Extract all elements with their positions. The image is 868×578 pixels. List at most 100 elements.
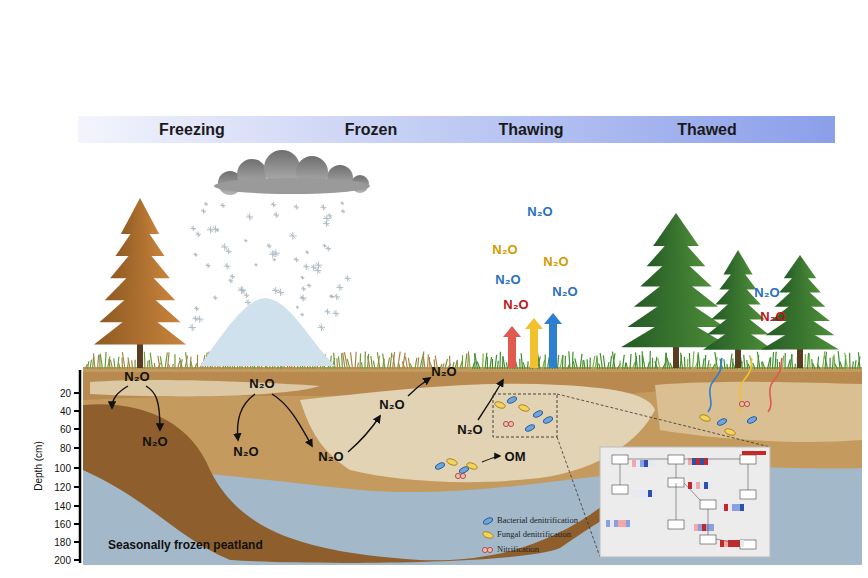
snow-pile <box>200 298 335 366</box>
grass-blade <box>160 356 162 369</box>
grass-blade <box>684 357 686 369</box>
flux-arrow <box>146 386 160 430</box>
grass-blade <box>835 364 838 369</box>
grass-blade <box>477 361 480 369</box>
n2o-label: N₂O <box>527 205 552 219</box>
axis-tick <box>74 541 80 543</box>
snowflake <box>254 263 257 266</box>
grass-blade <box>371 356 373 369</box>
release-wave <box>768 358 782 412</box>
zoom-box <box>493 394 557 437</box>
bacterium <box>532 410 543 419</box>
grass-blade <box>825 356 828 369</box>
snowflake <box>314 267 321 274</box>
grass-blade <box>817 364 820 369</box>
legend-label: Fungal denitrification <box>497 530 571 539</box>
grass-blade <box>655 361 658 369</box>
grass-blade <box>832 356 834 369</box>
n2o-label: N₂O <box>754 286 779 300</box>
grass-blade <box>626 363 627 369</box>
snowflake <box>300 276 304 280</box>
grass-blade <box>521 353 522 369</box>
grass-blade <box>197 355 198 369</box>
grass-blade <box>840 361 843 369</box>
grass-blade <box>670 363 673 369</box>
tick-label: 60 <box>60 424 71 435</box>
soil-base <box>83 367 862 565</box>
axis-tick <box>74 523 80 525</box>
tick-label: 140 <box>54 501 71 512</box>
grass-blade <box>584 360 585 369</box>
grass-blade <box>469 355 470 369</box>
grass-blade <box>468 351 469 369</box>
grass-blade <box>487 357 488 369</box>
grass-blade <box>122 352 125 369</box>
grass-blade <box>775 352 776 369</box>
n2o-label: N₂O <box>249 377 274 391</box>
release-wave <box>738 358 752 412</box>
n2o-label: N₂O <box>318 450 343 464</box>
grass-blade <box>154 363 156 369</box>
bacterium <box>482 517 493 526</box>
fungus <box>724 427 736 436</box>
grass-blade <box>649 351 650 369</box>
grass-blade <box>730 354 732 369</box>
flux-arrow <box>408 378 430 396</box>
inset-link <box>684 483 700 500</box>
nitrifier <box>455 473 460 478</box>
grass-blade <box>791 354 793 369</box>
grass-blade <box>681 353 683 369</box>
grass-blade <box>402 361 405 369</box>
phase-band: FreezingFrozenThawingThawed <box>78 116 835 143</box>
snowflake <box>318 324 325 331</box>
snowflake <box>207 226 214 233</box>
arrow-shaft <box>549 323 557 368</box>
phase-label: Thawed <box>677 121 737 139</box>
grass-blade <box>519 359 520 369</box>
n2o-label: N₂O <box>503 298 528 312</box>
snowflake <box>325 246 331 252</box>
grass-blade <box>575 358 578 369</box>
snowflake <box>333 310 340 317</box>
n2o-label: N₂O <box>431 365 456 379</box>
nitrifier <box>482 547 487 552</box>
axis-title: Depth (cm) <box>33 441 44 490</box>
grass-blade <box>652 358 653 369</box>
inset-link <box>748 464 749 490</box>
grass-blade <box>689 353 691 369</box>
snowflake <box>296 306 299 309</box>
snowflake <box>345 275 351 281</box>
phase-label: Thawing <box>499 121 564 139</box>
grass-blade <box>744 355 745 369</box>
heat-cell <box>710 524 714 531</box>
heat-cell <box>698 524 702 531</box>
heat-cell <box>648 490 652 497</box>
nitrifier <box>508 421 513 426</box>
tick-label: 160 <box>54 519 71 530</box>
snowflake <box>323 244 327 248</box>
grass-blade <box>809 353 811 369</box>
grass-blade <box>746 360 748 369</box>
grass-blade <box>465 353 467 369</box>
n2o-label: N₂O <box>760 310 785 324</box>
bacterium <box>434 462 445 471</box>
grass-blade <box>708 360 710 369</box>
snowflake <box>230 274 235 279</box>
grass-blade <box>558 355 559 369</box>
fungus <box>466 461 478 470</box>
grass-blade <box>784 353 785 369</box>
snowflake <box>300 294 307 301</box>
snowflake <box>271 202 276 207</box>
grass-blade <box>368 356 370 369</box>
inset-link <box>620 464 621 485</box>
grass-blade <box>724 359 725 369</box>
heat-cell <box>690 524 694 531</box>
grass-blade <box>643 355 645 369</box>
snowflake <box>188 324 196 332</box>
snowflake <box>327 213 332 218</box>
grass-blade <box>398 352 401 369</box>
tick-label: 200 <box>54 555 71 566</box>
zoom-leader <box>557 394 770 447</box>
grass-blade <box>562 355 564 369</box>
grass-blade <box>833 355 835 369</box>
